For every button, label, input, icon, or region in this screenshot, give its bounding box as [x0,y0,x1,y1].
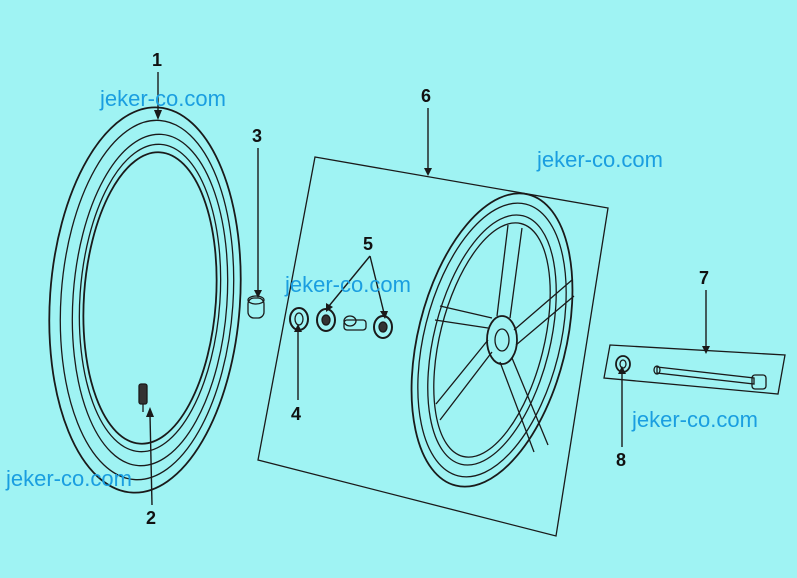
callout-7: 7 [699,268,710,288]
bearing-left-part [316,308,336,332]
leader-lines [149,72,707,506]
watermark-text: jeker-co.com [632,407,758,432]
callout-1: 1 [152,50,163,70]
rim-part [410,192,575,488]
collar-part [343,315,367,331]
callout-3: 3 [252,126,263,146]
watermark-text: jeker-co.com [537,147,663,172]
watermark-text: jeker-co.com [285,272,411,297]
axle-part [653,365,767,390]
callout-5: 5 [363,234,374,254]
leader-arrowheads [146,110,710,417]
tire-part [48,106,242,494]
valve-part [138,383,148,412]
axle-panel-outline [603,344,786,395]
bearing-right-part [373,315,393,339]
callout-2: 2 [146,508,157,528]
watermark-text: jeker-co.com [6,466,132,491]
watermark-text: jeker-co.com [100,86,226,111]
callout-8: 8 [616,450,627,470]
callout-6: 6 [421,86,432,106]
callout-4: 4 [291,404,302,424]
spacer-part [247,295,265,319]
wheel-panel-outline [257,156,609,537]
